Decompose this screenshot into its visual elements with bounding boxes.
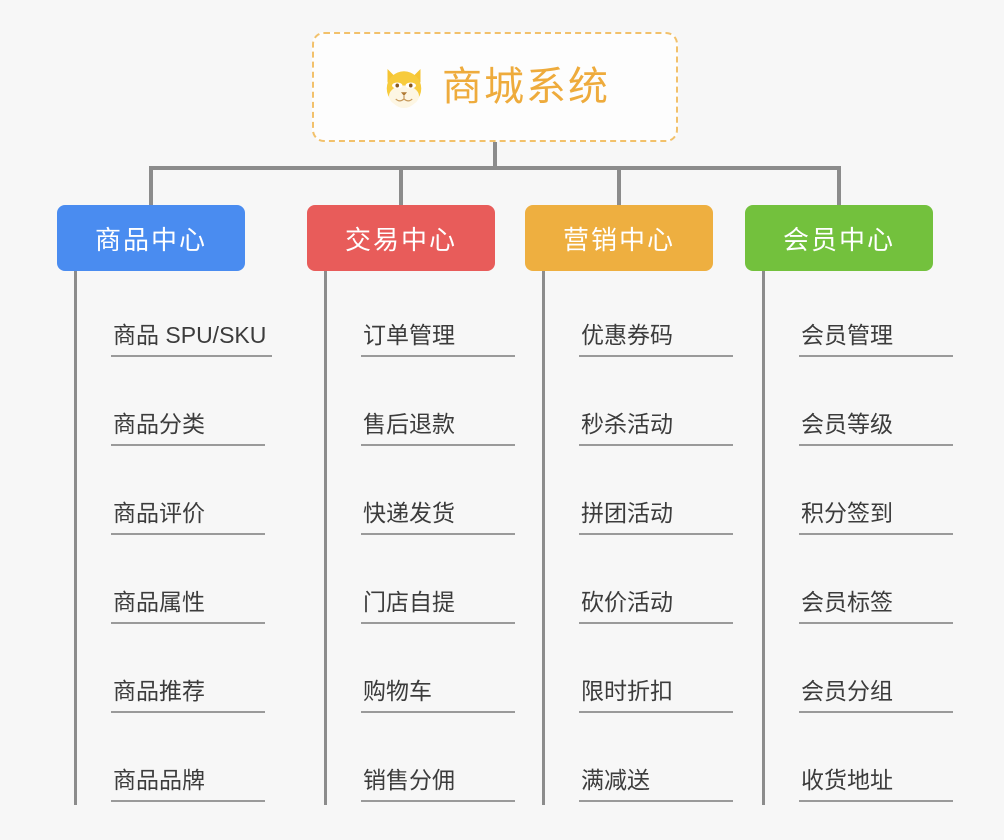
leaf-item[interactable]: 订单管理: [345, 271, 533, 360]
leaf-label: 拼团活动: [579, 500, 733, 535]
leaf-item[interactable]: 商品评价: [95, 449, 283, 538]
category-label-0: 商品中心: [94, 224, 207, 255]
branch-0: 商品中心 商品 SPU/SKU 商品分类 商品评价 商品属性 商品推荐 商品品牌: [57, 205, 283, 805]
leaf-label: 销售分佣: [361, 767, 515, 802]
leaf-label: 购物车: [361, 678, 515, 713]
leaf-item[interactable]: 会员管理: [783, 271, 971, 360]
leaf-item[interactable]: 销售分佣: [345, 716, 533, 805]
leaf-item[interactable]: 商品分类: [95, 360, 283, 449]
leaf-item[interactable]: 快递发货: [345, 449, 533, 538]
leaf-label: 商品推荐: [111, 678, 265, 713]
leaf-item[interactable]: 砍价活动: [563, 538, 751, 627]
leaf-list-0: 商品 SPU/SKU 商品分类 商品评价 商品属性 商品推荐 商品品牌: [74, 271, 283, 805]
leaf-item[interactable]: 购物车: [345, 627, 533, 716]
leaf-item[interactable]: 秒杀活动: [563, 360, 751, 449]
branch-2: 营销中心 优惠券码 秒杀活动 拼团活动 砍价活动 限时折扣 满减送: [525, 205, 751, 805]
leaf-label: 会员等级: [799, 411, 953, 446]
category-box-0[interactable]: 商品中心: [57, 205, 245, 271]
leaf-item[interactable]: 商品属性: [95, 538, 283, 627]
category-box-1[interactable]: 交易中心: [307, 205, 495, 271]
leaf-label: 订单管理: [361, 322, 515, 357]
branch-3: 会员中心 会员管理 会员等级 积分签到 会员标签 会员分组 收货地址: [745, 205, 971, 805]
root-node[interactable]: 商城系统: [312, 32, 678, 142]
leaf-list-1: 订单管理 售后退款 快递发货 门店自提 购物车 销售分佣: [324, 271, 533, 805]
leaf-item[interactable]: 满减送: [563, 716, 751, 805]
leaf-item[interactable]: 收货地址: [783, 716, 971, 805]
category-box-2[interactable]: 营销中心: [525, 205, 713, 271]
leaf-label: 限时折扣: [579, 678, 733, 713]
category-box-3[interactable]: 会员中心: [745, 205, 933, 271]
leaf-label: 积分签到: [799, 500, 953, 535]
leaf-label: 商品 SPU/SKU: [111, 322, 273, 357]
leaf-label: 会员标签: [799, 589, 953, 624]
category-label-1: 交易中心: [344, 224, 457, 255]
leaf-label: 商品评价: [111, 500, 265, 535]
leaf-list-2: 优惠券码 秒杀活动 拼团活动 砍价活动 限时折扣 满减送: [542, 271, 751, 805]
leaf-item[interactable]: 会员等级: [783, 360, 971, 449]
leaf-label: 商品属性: [111, 589, 265, 624]
leaf-label: 满减送: [579, 767, 733, 802]
leaf-item[interactable]: 门店自提: [345, 538, 533, 627]
leaf-item[interactable]: 拼团活动: [563, 449, 751, 538]
leaf-item[interactable]: 商品推荐: [95, 627, 283, 716]
leaf-list-3: 会员管理 会员等级 积分签到 会员标签 会员分组 收货地址: [762, 271, 971, 805]
leaf-label: 收货地址: [799, 767, 953, 802]
leaf-item[interactable]: 商品 SPU/SKU: [95, 271, 283, 360]
leaf-label: 砍价活动: [579, 589, 733, 624]
leaf-item[interactable]: 会员标签: [783, 538, 971, 627]
leaf-item[interactable]: 优惠券码: [563, 271, 751, 360]
leaf-label: 商品品牌: [111, 767, 265, 802]
category-label-3: 会员中心: [782, 224, 895, 255]
shiba-dog-face-icon: [386, 69, 422, 108]
leaf-item[interactable]: 积分签到: [783, 449, 971, 538]
leaf-item[interactable]: 售后退款: [345, 360, 533, 449]
leaf-label: 会员管理: [799, 322, 953, 357]
category-label-2: 营销中心: [562, 224, 675, 255]
leaf-label: 售后退款: [361, 411, 515, 446]
branch-1: 交易中心 订单管理 售后退款 快递发货 门店自提 购物车 销售分佣: [307, 205, 533, 805]
leaf-item[interactable]: 会员分组: [783, 627, 971, 716]
leaf-label: 秒杀活动: [579, 411, 733, 446]
leaf-item[interactable]: 商品品牌: [95, 716, 283, 805]
leaf-label: 会员分组: [799, 678, 953, 713]
leaf-label: 门店自提: [361, 589, 515, 624]
leaf-item[interactable]: 限时折扣: [563, 627, 751, 716]
leaf-label: 快递发货: [361, 500, 515, 535]
leaf-label: 优惠券码: [579, 322, 733, 357]
leaf-label: 商品分类: [111, 411, 265, 446]
root-title: 商城系统: [442, 65, 610, 109]
